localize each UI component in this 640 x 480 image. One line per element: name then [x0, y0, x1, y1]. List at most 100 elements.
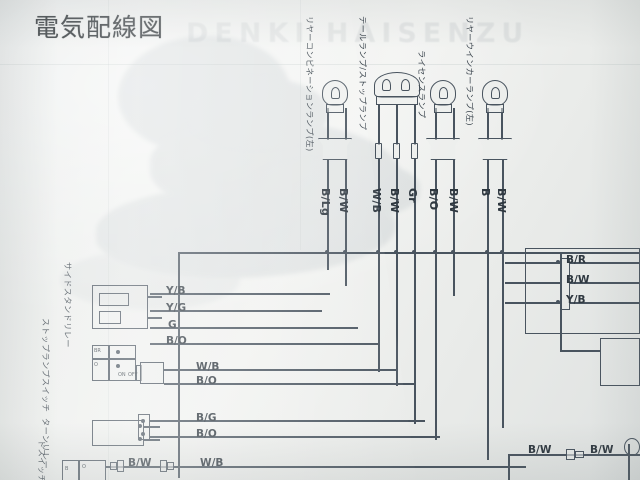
- socket-rear-combination-left: [318, 138, 352, 160]
- inline-connector-bottom-right: [566, 447, 584, 462]
- wire-code-bo-mid: B/O: [196, 375, 217, 387]
- wire-code-wb-bottom: W/B: [200, 457, 224, 469]
- terminal-label-o: O: [94, 362, 98, 368]
- wire-code-bw-4: B/W: [495, 188, 508, 214]
- wire-code-bw-1: B/W: [337, 188, 350, 214]
- relay-coil: [99, 293, 129, 306]
- wire-code-bw-3: B/W: [447, 188, 460, 214]
- wire-bo: [150, 343, 380, 345]
- wire-code-bo-lower: B/O: [196, 428, 217, 440]
- wire-line: [378, 159, 380, 255]
- wire-code-bo-1: B/O: [427, 188, 440, 211]
- wire-code-b-1: B: [479, 188, 492, 197]
- switch-divider-v: [78, 460, 80, 480]
- socket-rear-winker-left: [478, 138, 512, 160]
- label-clutch-switch: ドスイッチ: [37, 440, 47, 480]
- terminal-pill: [393, 143, 400, 159]
- socket-license: [426, 138, 460, 160]
- label-side-stand-relay: サイドスタンドリレー: [63, 262, 73, 348]
- terminal-label-off: OFF: [128, 372, 138, 378]
- wire-code-bg: B/G: [196, 412, 217, 424]
- wire-code-g-left: G: [168, 319, 177, 331]
- wire-drop-right: [628, 444, 630, 480]
- ghost-rule-v: [108, 0, 109, 480]
- terminal-pill: [411, 143, 418, 159]
- wire-wb-mid: [164, 369, 396, 371]
- relay-contact: [99, 311, 121, 324]
- wire-drop: [508, 454, 510, 480]
- terminal-label-o2: O: [82, 464, 86, 470]
- wire-bo-mid: [164, 383, 414, 385]
- terminal-pill: [375, 143, 382, 159]
- inline-connector-bottom-1: [110, 459, 124, 473]
- wire-line: [327, 108, 329, 140]
- wire-line: [396, 159, 398, 255]
- switch-divider: [92, 358, 136, 360]
- wire-bo-lower: [150, 436, 440, 438]
- wire-code-bw-2: B/W: [388, 188, 401, 214]
- terminal-label-br: BR: [94, 348, 101, 354]
- ghost-title-text: DENKI HAISENZU: [186, 18, 530, 49]
- bus-line-main: [178, 252, 640, 254]
- wire-code-yg-left: Y/G: [166, 302, 187, 314]
- terminal-label-b: B: [65, 466, 69, 472]
- wire-line: [487, 160, 489, 460]
- wire-yg: [150, 310, 322, 312]
- relay-lead: [144, 426, 160, 428]
- wire-boot-left: [140, 362, 164, 384]
- side-stand-relay-body: [92, 285, 148, 329]
- wire-drop: [378, 252, 380, 372]
- clutch-switch-body: [62, 460, 106, 480]
- wire-code-wb-left: W/B: [196, 361, 220, 373]
- relay-lead: [148, 317, 162, 319]
- wire-code-yb-left: Y/B: [166, 285, 186, 297]
- wire-code-yb-right: Y/B: [566, 294, 586, 306]
- wire-line: [501, 108, 503, 140]
- wire-line: [378, 105, 380, 145]
- wire-g: [150, 327, 358, 329]
- wire-code-bw-br-1: B/W: [528, 444, 552, 456]
- inline-connector-bottom-2: [160, 459, 174, 473]
- wire-right-lower-in: [560, 350, 600, 352]
- wire-line: [487, 108, 489, 140]
- wire-line: [435, 160, 437, 255]
- wire-br-right-in: [505, 262, 560, 264]
- wire-line: [345, 108, 347, 140]
- wire-code-b-lg: B/Lg: [319, 188, 332, 217]
- wire-line: [453, 160, 455, 255]
- wire-code-wb-1: W/B: [370, 188, 383, 214]
- wire-yb-right-in: [505, 302, 560, 304]
- wire-line: [396, 105, 398, 145]
- ghost-rule: [0, 64, 640, 65]
- wire-line: [414, 159, 416, 255]
- wire-line: [327, 160, 329, 255]
- wire-bg: [150, 420, 425, 422]
- ground-node: [624, 438, 640, 456]
- wire-drop: [435, 252, 437, 440]
- wire-line-heavy: [502, 160, 505, 428]
- wire-line: [453, 108, 455, 140]
- wire-br-right: [570, 262, 640, 264]
- wire-drop: [396, 252, 398, 386]
- page-title: 電気配線図: [34, 13, 165, 42]
- wire-bw-right: [570, 282, 640, 284]
- label-rear-combination-lamp-left: リヤーコンビネーションランプ(左): [305, 16, 315, 152]
- wire-line: [345, 160, 347, 255]
- wire-code-gr: Gr: [406, 188, 419, 203]
- ghost-rule-v2: [300, 0, 301, 250]
- relay-lead: [148, 296, 162, 298]
- label-stop-lamp-switch: ストップランプスイッチ: [41, 318, 51, 413]
- wire-code-bw-right: B/W: [566, 274, 590, 286]
- wire-drop: [453, 252, 455, 296]
- label-license-lamp: ライセンスランプ: [417, 50, 427, 119]
- right-lower-connector: [600, 338, 640, 386]
- wire-right-lower-drop: [560, 252, 562, 350]
- wire-drop: [327, 252, 329, 270]
- wire-drop: [345, 252, 347, 286]
- stop-lamp-switch-body: [92, 345, 136, 381]
- turn-relay-body: [92, 420, 144, 446]
- wire-line: [414, 105, 416, 145]
- wire-code-bw-br-2: B/W: [590, 444, 614, 456]
- wire-drop: [414, 252, 416, 424]
